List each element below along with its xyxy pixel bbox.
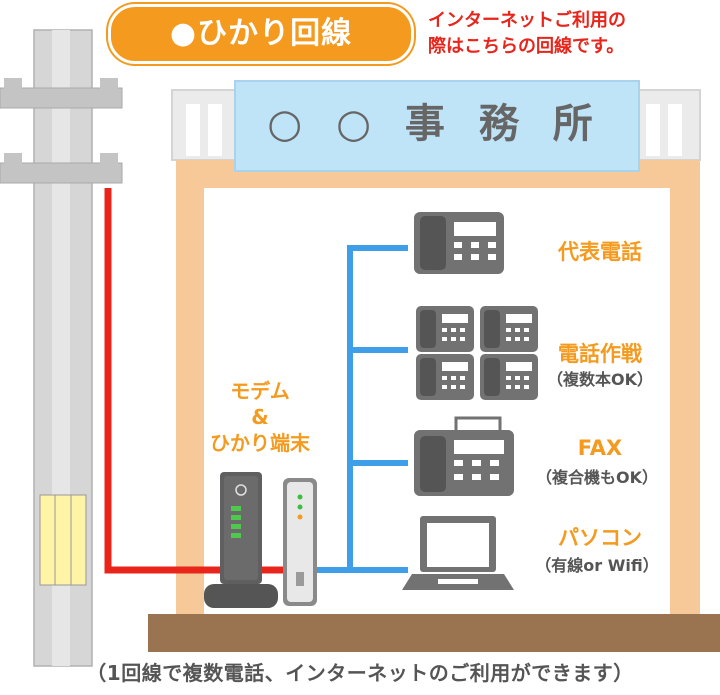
fax-label: FAX [577, 436, 623, 460]
office-sign-text: ○ ○ 事 務 所 [267, 101, 603, 147]
onu-device [283, 478, 317, 606]
modem-label-line-1: モデム [230, 379, 290, 403]
fax-sublabel: （複合機もOK） [535, 468, 658, 487]
call-ops-sublabel: （複数本OK） [546, 370, 653, 389]
modem-label-line-2: & [251, 405, 269, 429]
phone-icon [414, 212, 504, 274]
laptop-icon [402, 516, 514, 590]
pc-label: パソコン [558, 526, 642, 550]
multi-phone-icon [416, 306, 538, 400]
main-phone-label: 代表電話 [558, 240, 642, 264]
note-line-2: 際はこちらの回線です。 [428, 36, 625, 57]
office-sign [234, 80, 640, 172]
internet-line-note: インターネットご利用の 際はこちらの回線です。 [428, 8, 718, 60]
utility-pole [0, 29, 123, 667]
ground [148, 614, 720, 652]
call-ops-label: 電話作戦 [558, 342, 642, 366]
modem-label-line-3: ひかり端末 [210, 431, 310, 455]
note-line-1: インターネットご利用の [428, 10, 626, 31]
footer-caption: （1回線で複数電話、インターネットのご利用ができます） [86, 661, 634, 685]
pc-sublabel: （有線or Wifi） [535, 556, 659, 575]
modem-device [204, 472, 278, 608]
fax-icon [414, 416, 514, 496]
modem-label: モデム & ひかり端末 [200, 378, 320, 456]
hikari-line-badge: ●ひかり回線 [108, 4, 414, 64]
lan-lines [308, 245, 408, 573]
